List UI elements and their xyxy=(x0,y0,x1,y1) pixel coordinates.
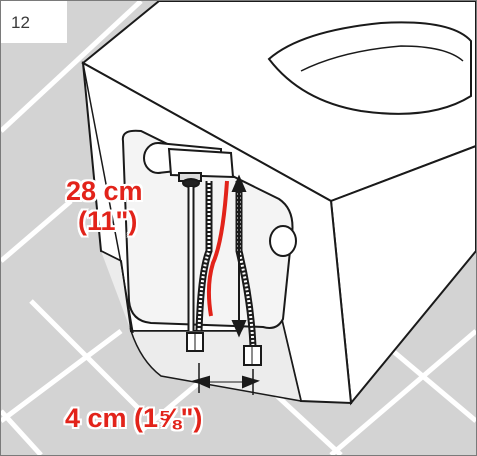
step-number: 12 xyxy=(1,1,67,43)
hose-length-metric-label: 28 cm xyxy=(66,176,143,206)
flexible-hoses xyxy=(187,180,257,347)
hose-length-imperial-label: (11") xyxy=(78,206,138,236)
dimension-arrows xyxy=(192,174,260,395)
hose-spacing-label: 4 cm (1⅝") xyxy=(65,403,203,433)
hose-nuts xyxy=(186,332,262,366)
valve-block xyxy=(167,147,235,188)
